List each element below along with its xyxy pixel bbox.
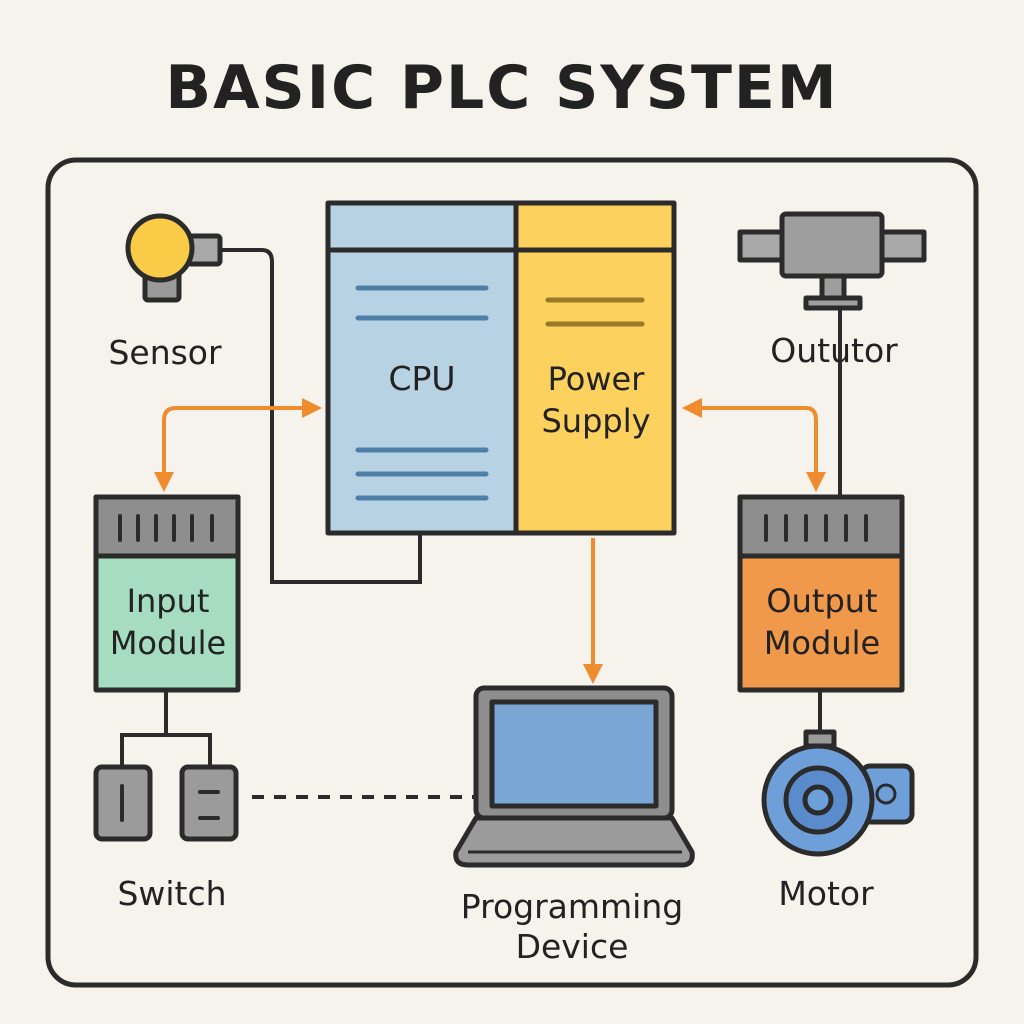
- diagram-frame: [45, 157, 979, 988]
- power-vent-lines: [545, 297, 645, 327]
- input-cpu-arrow: [154, 398, 322, 492]
- cpu-vent-lines: [355, 285, 489, 501]
- cpu-block: [325, 200, 519, 536]
- input-module-label-line1: Input: [127, 582, 210, 620]
- power-supply-label-line1: Power: [548, 360, 646, 398]
- programming-device-label-line1: Programming: [461, 887, 683, 926]
- power-output-arrow: [682, 398, 826, 492]
- motor-label: Motor: [778, 874, 874, 913]
- input-switch-wire: [120, 690, 212, 770]
- actuator-icon: [737, 211, 927, 311]
- plc-unit: CPU Power Supply: [325, 200, 677, 536]
- actuator-label: Oututor: [770, 331, 898, 370]
- cpu-label: CPU: [388, 359, 455, 398]
- sensor-label: Sensor: [108, 333, 222, 372]
- input-module-label-line2: Module: [110, 624, 226, 662]
- motor-icon: [761, 729, 915, 857]
- power-supply-label-line2: Supply: [541, 402, 650, 440]
- input-module: Input Module: [93, 494, 241, 693]
- output-module-label-line2: Module: [764, 624, 880, 662]
- output-module-label-line1: Output: [766, 582, 877, 620]
- diagram-title: BASIC PLC SYSTEM: [165, 53, 838, 123]
- programming-device-label-line2: Device: [516, 927, 629, 966]
- power-supply-block: [513, 200, 677, 536]
- switch-label: Switch: [117, 874, 226, 913]
- output-module: Output Module: [737, 494, 905, 693]
- switch-icon: [93, 764, 239, 842]
- laptop-icon: [453, 685, 695, 868]
- sensor-icon: [125, 213, 223, 303]
